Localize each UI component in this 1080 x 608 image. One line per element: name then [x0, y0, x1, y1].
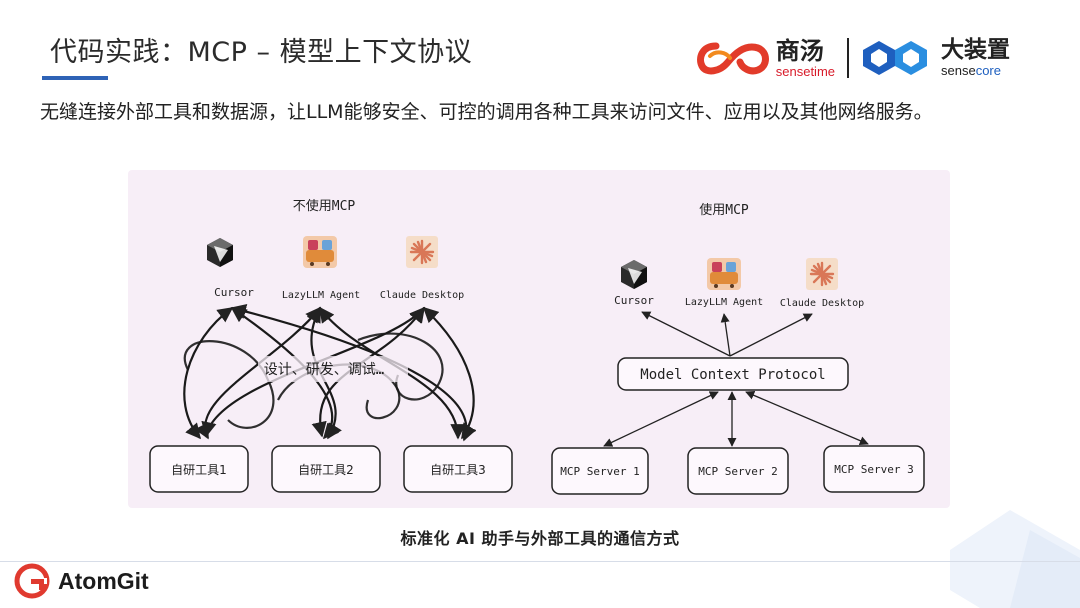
server-label-3: MCP Server 3 [834, 463, 913, 476]
tool-label-1: 自研工具1 [171, 463, 227, 477]
atomgit-wordmark: AtomGit [58, 567, 149, 594]
sensecore-en-part1: sense [941, 63, 976, 78]
server-label-1: MCP Server 1 [560, 465, 639, 478]
sensetime-en-name: sensetime [775, 63, 835, 79]
sensetime-mark-icon [696, 42, 769, 75]
sensecore-mark-icon [863, 41, 927, 75]
lazyllm-sofa-icon [303, 236, 337, 268]
tool-box-2 [271, 445, 381, 493]
tool-label-2: 自研工具2 [298, 463, 354, 477]
left-heading: 不使用MCP [293, 198, 356, 214]
sensetime-logo: 商汤 sensetime [696, 38, 835, 78]
left-center-note: 设计、研发、调试… [264, 362, 384, 378]
left-client-claude: Claude Desktop [380, 290, 464, 301]
cursor-cube-icon [621, 260, 647, 289]
protocol-box [617, 357, 849, 391]
logo-divider [847, 38, 849, 78]
client-protocol-arrows [641, 311, 813, 357]
atomgit-logo: AtomGit [14, 563, 149, 599]
footer-decoration [950, 510, 1080, 608]
right-client-lazyllm: LazyLLM Agent [685, 297, 763, 308]
server-box-1 [551, 447, 649, 495]
claude-sunburst-icon [806, 258, 838, 290]
protocol-label: Model Context Protocol [640, 367, 825, 383]
server-box-2 [687, 447, 789, 495]
figure-caption: 标准化 AI 助手与外部工具的通信方式 [400, 529, 680, 548]
sensetime-cn-name: 商汤 [775, 36, 824, 65]
server-box-3 [823, 445, 925, 493]
claude-sunburst-icon [406, 236, 438, 268]
mcp-comparison-figure: 不使用MCP Cursor [128, 170, 950, 508]
tool-label-3: 自研工具3 [430, 463, 486, 477]
sensecore-logo: 大装置 sensecore [861, 37, 1010, 79]
sensecore-en-name: sensecore [941, 64, 1010, 77]
right-heading: 使用MCP [699, 202, 749, 218]
sensecore-cn-name: 大装置 [941, 37, 1010, 63]
tool-box-3 [403, 445, 513, 493]
slide-subtitle: 无缝连接外部工具和数据源，让LLM能够安全、可控的调用各种工具来访问文件、应用以… [40, 101, 933, 123]
slide-title: 代码实践：MCP – 模型上下文协议 [50, 37, 473, 68]
right-client-cursor: Cursor [614, 294, 654, 307]
left-client-cursor: Cursor [214, 286, 254, 299]
right-client-claude: Claude Desktop [780, 298, 864, 309]
footer-divider [0, 561, 1080, 562]
tool-box-1 [149, 445, 249, 493]
server-label-2: MCP Server 2 [698, 465, 777, 478]
cursor-cube-icon [207, 238, 233, 267]
title-underline [42, 76, 108, 80]
header-logos: 商汤 sensetime 大装置 sensecore [696, 34, 1010, 82]
protocol-server-arrows [603, 391, 869, 447]
mcp-diagram: 不使用MCP Cursor [149, 198, 925, 495]
atomgit-mark-icon [14, 563, 50, 599]
left-client-lazyllm: LazyLLM Agent [282, 290, 360, 301]
sensecore-en-part2: core [975, 63, 1001, 78]
lazyllm-sofa-icon [707, 258, 741, 290]
